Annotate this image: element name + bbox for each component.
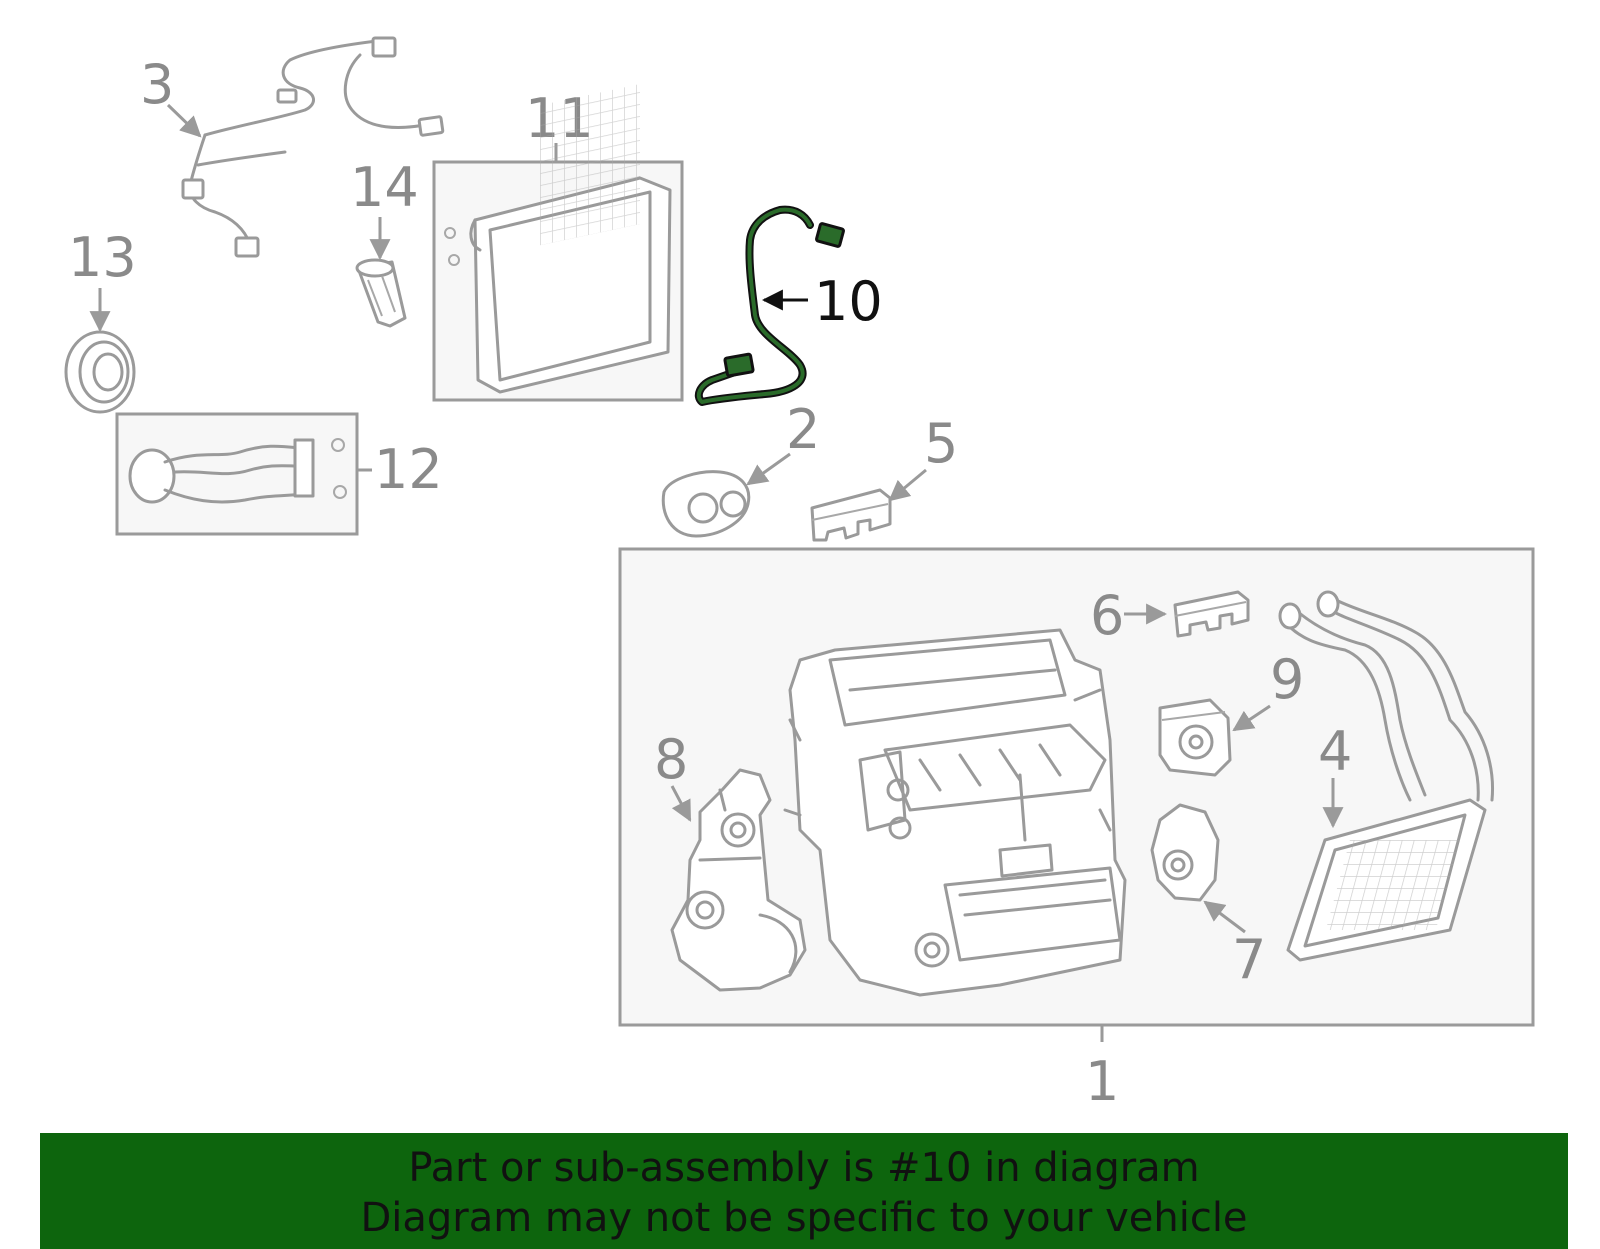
callout-7: 7 bbox=[1232, 928, 1266, 991]
info-banner: Part or sub-assembly is #10 in diagram D… bbox=[40, 1133, 1568, 1249]
part-8-blower-case[interactable]: 8 bbox=[654, 728, 807, 992]
part-3-wire-harness[interactable]: 3 bbox=[140, 36, 445, 258]
part-7-servo-motor[interactable]: 7 bbox=[1150, 803, 1266, 991]
callout-10: 10 bbox=[814, 270, 883, 333]
callout-1: 1 bbox=[1085, 1050, 1119, 1113]
callout-14: 14 bbox=[350, 156, 419, 219]
part-9-servo-motor[interactable]: 9 bbox=[1158, 648, 1304, 777]
callout-3: 3 bbox=[140, 53, 174, 116]
part-14-expansion-valve[interactable]: 14 bbox=[350, 156, 419, 328]
callout-2: 2 bbox=[786, 398, 820, 461]
part-11-evaporator[interactable]: 11 bbox=[432, 83, 684, 402]
banner-line-1: Part or sub-assembly is #10 in diagram bbox=[408, 1145, 1200, 1191]
part-4-heater-core[interactable]: 4 bbox=[1278, 590, 1495, 962]
callout-9: 9 bbox=[1270, 648, 1304, 711]
callout-13: 13 bbox=[68, 226, 137, 289]
part-5-bracket[interactable]: 5 bbox=[810, 412, 958, 542]
part-12-cooler-pipe[interactable]: 12 bbox=[115, 412, 443, 536]
callout-12: 12 bbox=[374, 438, 443, 501]
callout-5: 5 bbox=[924, 412, 958, 475]
banner-line-2: Diagram may not be specific to your vehi… bbox=[360, 1195, 1248, 1241]
part-6-bracket[interactable]: 6 bbox=[1090, 584, 1250, 647]
part-10-wire-harness-highlighted[interactable]: 10 bbox=[694, 205, 883, 406]
part-13-grommet[interactable]: 13 bbox=[64, 226, 137, 414]
part-2-grommet[interactable]: 2 bbox=[661, 398, 820, 538]
callout-6: 6 bbox=[1090, 584, 1124, 647]
callout-4: 4 bbox=[1318, 720, 1352, 783]
callout-8: 8 bbox=[654, 728, 688, 791]
